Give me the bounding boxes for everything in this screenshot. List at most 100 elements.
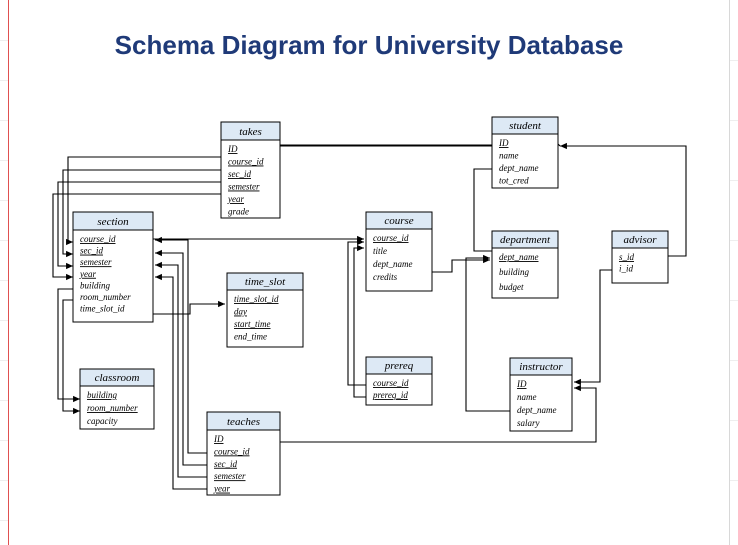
attribute-credits: credits (373, 272, 398, 282)
table-section: sectioncourse_idsec_idsemesteryearbuildi… (72, 211, 154, 323)
attribute-semester: semester (80, 257, 112, 267)
foreign-key-connectors (52, 140, 687, 490)
table-name: takes (239, 126, 262, 138)
table-name: instructor (519, 361, 563, 373)
sheet-gridline (730, 60, 738, 61)
table-body (226, 289, 304, 348)
attribute-sec-id: sec_id (214, 459, 237, 469)
connector-section-classroom-room (62, 299, 80, 415)
connector-advisor-student (560, 142, 687, 257)
attribute-dept-name: dept_name (373, 259, 413, 269)
attribute-name: name (499, 151, 519, 161)
attribute-course-id: course_id (373, 233, 409, 243)
table-body (611, 247, 669, 284)
attribute-year: year (79, 269, 96, 279)
sheet-gridline (0, 400, 8, 401)
attribute-course-id: course_id (373, 378, 409, 388)
attribute-id: ID (498, 138, 509, 148)
connector-course-department (432, 256, 490, 273)
connector-prereq-prereq (353, 244, 366, 398)
table-name: classroom (95, 372, 140, 384)
sheet-gridline (0, 200, 8, 201)
attribute-tot-cred: tot_cred (499, 176, 529, 186)
attribute-time-slot-id: time_slot_id (80, 304, 125, 314)
attribute-dept-name: dept_name (517, 405, 557, 415)
connector-student-department (473, 168, 492, 252)
attribute-time-slot-id: time_slot_id (234, 294, 279, 304)
table-name: prereq (384, 360, 414, 372)
table-body (491, 247, 559, 299)
sheet-gridline (0, 40, 8, 41)
attribute-id: ID (213, 434, 224, 444)
table-prereq: prereq course_id prereq_id (365, 356, 433, 406)
attribute-semester: semester (214, 471, 246, 481)
slide-title: Schema Diagram for University Database (114, 30, 624, 60)
connector-takes-section-course (66, 156, 221, 246)
connector-teaches-instructor (280, 384, 597, 443)
attribute-building: building (499, 267, 530, 277)
connector-takes-section-year (52, 193, 221, 281)
attribute-prereq-id: prereq_id (372, 390, 408, 400)
attribute-building: building (87, 390, 118, 400)
connector-section-classroom-building (57, 288, 80, 403)
table-body (220, 139, 281, 219)
attribute-capacity: capacity (87, 416, 118, 426)
attribute-year: year (213, 484, 230, 494)
attribute-id: ID (516, 379, 527, 389)
sheet-gridline (730, 120, 738, 121)
attribute-grade: grade (228, 207, 249, 217)
connector-advisor-instructor (574, 269, 612, 386)
table-time-slot: time_slottime_slot_iddaystart_timeend_ti… (226, 272, 304, 348)
table-name: student (509, 120, 542, 132)
sheet-gridline (0, 80, 8, 81)
attribute-name: name (517, 392, 537, 402)
attribute-sec-id: sec_id (228, 169, 251, 179)
sheet-gridline (0, 320, 8, 321)
table-body (491, 133, 559, 189)
connector-section-timeslot (153, 300, 225, 315)
connector-teaches-section-course (155, 236, 207, 454)
connector-teaches-section-sec (155, 249, 207, 466)
sheet-gridline (730, 420, 738, 421)
attribute-salary: salary (517, 418, 540, 428)
attribute-semester: semester (228, 182, 260, 192)
attribute-course-id: course_id (214, 446, 250, 456)
connector-instructor-department (465, 254, 510, 412)
attribute-i-id: i_id (619, 264, 634, 274)
table-body (206, 429, 281, 496)
connector-takes-section-sec (62, 169, 221, 258)
attribute-day: day (234, 307, 247, 317)
sheet-gridline (0, 520, 8, 521)
sheet-gridline (730, 300, 738, 301)
table-name: course (384, 215, 413, 227)
attribute-start-time: start_time (234, 319, 271, 329)
table-body (365, 228, 433, 292)
table-name: section (97, 216, 129, 228)
sheet-gridline (0, 360, 8, 361)
table-name: teaches (227, 416, 260, 428)
attribute-year: year (227, 194, 244, 204)
sheet-gridline (0, 480, 8, 481)
sheet-gridline (730, 480, 738, 481)
table-body (72, 229, 154, 323)
table-body (365, 373, 433, 406)
sheet-gridline (730, 180, 738, 181)
sheet-gridline (0, 440, 8, 441)
table-body (509, 374, 573, 432)
sheet-gridline (0, 160, 8, 161)
attribute-course-id: course_id (80, 234, 116, 244)
attribute-room-number: room_number (80, 292, 131, 302)
attribute-course-id: course_id (228, 157, 264, 167)
table-name: department (500, 234, 551, 246)
attribute-dept-name: dept_name (499, 163, 539, 173)
sheet-gridline (0, 120, 8, 121)
